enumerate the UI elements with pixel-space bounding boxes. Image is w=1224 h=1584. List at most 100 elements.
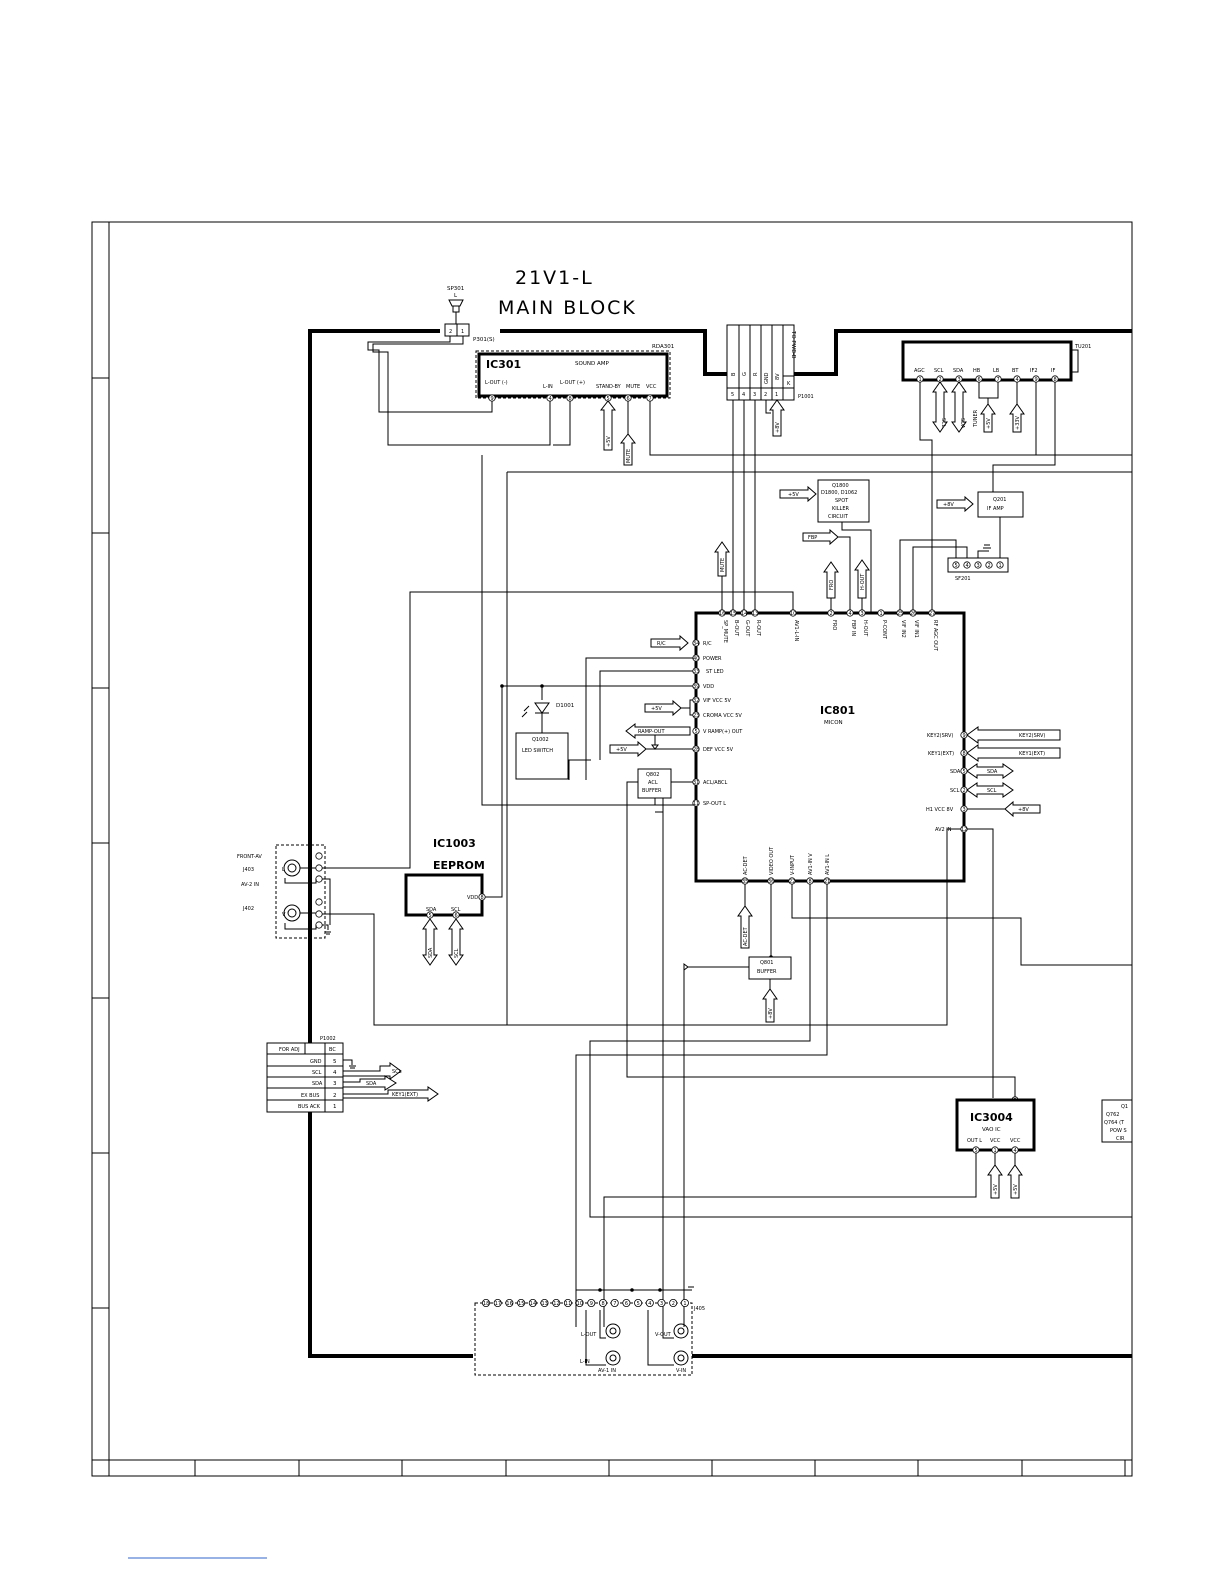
micon-plus8v: +8V — [1018, 807, 1029, 813]
q1002-led-switch: Q1002 LED SWITCH — [515, 732, 569, 780]
ic3004-pin4: 4 — [1014, 1148, 1017, 1154]
ic801-top-pin: 10 — [790, 611, 796, 617]
q201-plus8v: +8V — [943, 502, 954, 508]
ic801-top-label: AV1-L-IN — [793, 620, 799, 641]
ic801-top-label: FRO — [831, 620, 837, 630]
j405-pin — [680, 1299, 689, 1308]
j405-pin-label: 9 — [590, 1301, 593, 1307]
p1001-k: K — [787, 381, 791, 387]
micon-mute-label: MUTE — [720, 558, 726, 572]
ic801-right-label: H1 VCC 8V — [926, 807, 954, 813]
def-plus5v: +5V — [616, 747, 627, 753]
ic801-bottom-label: AC-DET — [743, 855, 749, 875]
ic301-pin9: 9 — [491, 396, 494, 402]
ramp-out-label: RAMP-OUT — [638, 729, 665, 735]
ic301-mute: MUTE — [626, 449, 632, 463]
j405-pin — [599, 1299, 608, 1308]
ic801-right-pin: 3 — [963, 807, 966, 813]
tu201-if2: IF2 — [1030, 368, 1038, 374]
ic1003-eeprom: IC1003 EEPROM SDA SCL VDD 5 6 8 SDA SCL — [404, 837, 486, 966]
j405-ref: J405 — [693, 1306, 705, 1312]
ic801-left-pin: 11 — [693, 801, 699, 807]
q802-acl-buffer: Q802 ACL BUFFER — [626, 768, 1016, 1097]
ic801-left-label: VIF VCC 5V — [703, 698, 732, 704]
j405-pin-label: 3 — [660, 1301, 663, 1307]
sf201-ref: SF201 — [955, 576, 971, 582]
ic801-bottom-pin: 8 — [809, 879, 812, 885]
ic801-left-pin: 33 — [693, 669, 699, 675]
eeprom-scl-bus: SCL — [454, 948, 460, 958]
speaker-side: L — [454, 293, 458, 299]
ic801-right-arrows: KEY2(SRV) KEY1(EXT) SDA SCL +8V — [966, 726, 1061, 1098]
ic801-left-label: VDD — [703, 684, 714, 690]
ic801-top-pin: 25 — [897, 611, 903, 617]
q-partial-3: Q764 (T — [1104, 1120, 1125, 1126]
ic801-top-pin: 4 — [849, 611, 852, 617]
j405-pin-label: 12 — [553, 1301, 559, 1307]
ic801-top-pin: 14 — [741, 611, 747, 617]
ic801-top-label: G-OUT — [744, 620, 750, 637]
acdet-label: AC-DET — [743, 926, 749, 946]
ic801-top-pin: 16 — [719, 611, 725, 617]
p301-pin2: 2 — [449, 329, 452, 335]
ic801-right-label: SDA — [950, 769, 961, 775]
ic801-top-label: FBP IN — [850, 620, 856, 636]
eeprom-sda-bus: SDA — [428, 947, 434, 958]
q1800-desc2: SPOT — [835, 498, 849, 504]
j405-pin — [563, 1299, 572, 1308]
ic801-left-label: R/C — [703, 641, 712, 647]
p1002-pin2: 2 — [333, 1093, 337, 1099]
ic801-bottom-pin: 36 — [768, 879, 774, 885]
bus-wire-482 — [481, 455, 695, 806]
tu201-tuner: TU201 AGC SCL SDA HB LB BT IF2 IF 1 2 3 … — [901, 340, 1091, 613]
j405-pin — [634, 1299, 643, 1308]
d1001-led: D1001 — [521, 686, 574, 733]
ic801-bottom-pin: 35 — [742, 879, 748, 885]
tu201-plus33v: +33V — [1015, 415, 1021, 430]
av2-in-label: AV-2 IN — [241, 882, 259, 888]
ic801-right-pin: 9 — [963, 733, 966, 739]
tu201-pin2: 2 — [939, 377, 942, 383]
ic801-top-label: B-OUT — [733, 620, 739, 637]
ic801-micon: IC801 MICON 16 SP_MUTE 15 B-OUT 14 G-OUT… — [692, 609, 968, 885]
ic801-bottom-label: AV1-IN L — [825, 854, 831, 875]
tu201-pin6: 6 — [978, 377, 981, 383]
def-5v-arrow — [609, 740, 647, 758]
main-block-border — [308, 329, 1132, 1358]
j405-pin-label: 7 — [613, 1301, 616, 1307]
ic801-left-label: ST LED — [706, 669, 724, 675]
tu201-tuner-label: TUNER — [973, 409, 979, 428]
j405-pin — [517, 1299, 526, 1308]
frame — [91, 221, 1133, 1559]
q1800-plus5v: +5V — [788, 492, 799, 498]
ic1003-pin6: 6 — [455, 913, 458, 919]
rc-arrow — [650, 634, 689, 652]
q-partial-2: Q762 — [1106, 1112, 1119, 1118]
ic801-desc: MICON — [824, 720, 843, 726]
tu201-scl: SCL — [934, 368, 944, 374]
ic801-left-label: ACL/ABCL — [703, 780, 728, 786]
j405-pin-label: 5 — [637, 1301, 640, 1307]
q1800-desc4: CIRCUIT — [828, 514, 849, 520]
j403-l: L — [282, 867, 285, 873]
p1002-key1-bus: KEY1(EXT) — [392, 1092, 418, 1098]
bus-wire-470 — [506, 471, 1132, 1025]
vinput-wire — [791, 884, 1132, 966]
vao-out-wire — [603, 1153, 977, 1327]
model-title: 21V1-L — [515, 267, 594, 289]
p1002-head2: BC — [329, 1047, 336, 1053]
ic301-pin4-label: L-IN — [543, 384, 553, 390]
ic3004-vao: 2 L IC3004 VAO IC OUT L VCC VCC 5 1 4 +5… — [955, 1096, 1036, 1199]
j405-v-in: V-IN — [676, 1368, 686, 1374]
q1800-spot-killer: Q1800 D1800, D1062 SPOT KILLER CIRCUIT +… — [779, 479, 872, 613]
hout-label: H-OUT — [860, 573, 866, 590]
p1002-pin1: 1 — [333, 1104, 337, 1110]
ic801-top-label: VIF IN1 — [913, 620, 919, 638]
ramp-out-arrow — [625, 722, 691, 740]
p1001-pin2: 2 — [764, 392, 767, 398]
j402-v: V — [282, 912, 286, 918]
